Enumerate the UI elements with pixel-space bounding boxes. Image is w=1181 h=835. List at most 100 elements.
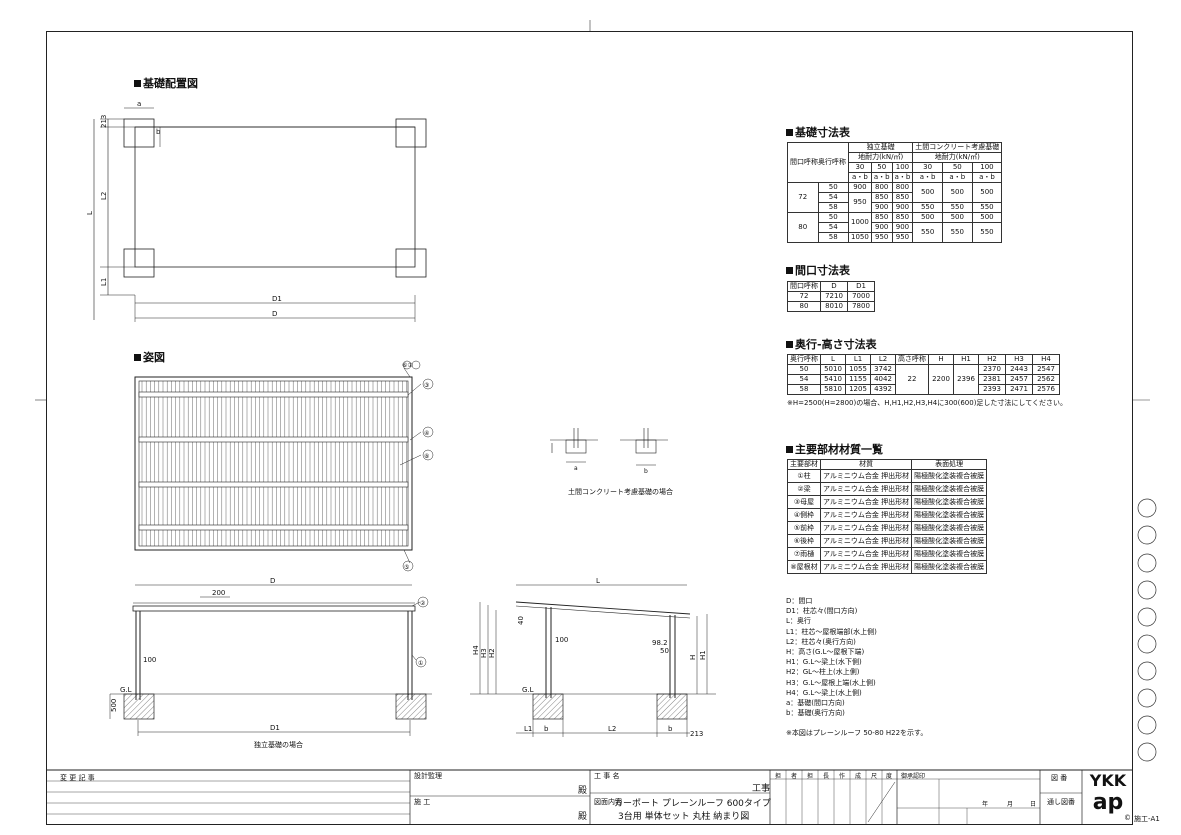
dt-header: L [820,354,846,365]
drawing-title-line1: カーポート プレーンルーフ 600タイプ [614,799,771,809]
ft-col: 50 [870,162,893,173]
st-cell: 80 [787,301,821,312]
dt-header: L2 [870,354,896,365]
dt-cell: 5410 [820,374,846,385]
depth-table-note: ※H=2500(H=2800)の場合、H,H1,H2,H3,H4に300(600… [787,399,1068,407]
depth-table-title: 奥行-高さ寸法表 [786,336,877,352]
legend-item: H2：GL～柱上(水上側) [786,668,860,677]
dimension-legend: D：間口 D1：柱芯々(間口方向) L：奥行 L1：柱芯～屋根端部(水上側) L… [786,596,927,739]
legend-item: H4：G.L～梁上(水上側) [786,688,862,697]
dt-cell: 2471 [1005,384,1033,395]
callout-4: ④ [424,430,429,437]
dt-cell: 1205 [845,384,871,395]
span-table-title: 間口寸法表 [786,262,850,278]
dt-cell: 2562 [1032,374,1060,385]
dt-cell: 2393 [978,384,1006,395]
mt-finish: 陽極酸化塗装複合被膜 [911,560,988,574]
dim-L1-label: L1 [100,278,108,286]
dt-height-name: 22 [895,364,929,395]
st-header: D1 [847,281,875,292]
dt-cell: 50 [787,364,821,375]
ft-cell: 500 [971,182,1003,203]
ft-col: 100 [971,162,1003,173]
mt-part: ①柱 [787,469,821,483]
legend-item: D：間口 [786,597,813,605]
mt-finish: 陽極酸化塗装複合被膜 [911,469,988,483]
dt-header: 奥行呼称 [787,354,821,365]
side-H4-label: H4 [472,645,480,655]
foundation-table: 間口呼称奥行呼称 独立基礎 土間コンクリート考慮基礎 地耐力(kN/㎡) 地耐力… [787,142,1003,243]
stamp-col: 者 [791,773,798,780]
dt-header: H2 [978,354,1006,365]
foundation-layout-plan [93,107,427,322]
footing-top-left [123,118,155,148]
legend-item: L2：柱芯々(奥行方向) [786,637,856,646]
ft-depth: 54 [817,222,849,233]
drawing-no-label: 図 番 [1051,774,1068,782]
st-cell: 7210 [820,291,848,302]
stamp-col: 担 [807,773,814,780]
title-block [46,769,1133,825]
mt-part: ⑤前枠 [787,521,821,535]
footing-top-right [395,118,427,148]
side-b-label-2: b [668,725,673,733]
ft-ab: a・b [971,172,1003,183]
stamp-col: 尺 [871,773,878,780]
ft-depth: 58 [817,202,849,213]
side-L1-label: L1 [524,725,532,733]
mt-material: アルミニウム合金 押出形材 [819,521,913,535]
ft-cell: 550 [941,202,973,213]
stamp-col: 度 [886,773,893,780]
st-cell: 72 [787,291,821,302]
ft-col: 30 [848,162,872,173]
depth-height-table: 奥行呼称 L L1 L2 高さ呼称 H H1 H2 H3 H4 50 5010 … [787,354,1060,395]
side-b-label-1: b [544,725,549,733]
ft-h-bearing: 地耐力(kN/㎡) [912,152,1003,163]
ft-cell: 900 [870,202,893,213]
side-40-label: 40 [517,616,525,625]
ft-cell: 850 [870,192,893,203]
roof-plan-view [134,376,413,551]
mt-material: アルミニウム合金 押出形材 [819,560,913,574]
callout-1: ① [418,660,423,667]
mt-material: アルミニウム合金 押出形材 [819,495,913,509]
side-L2-label: L2 [608,725,616,733]
side-H3-label: H3 [480,648,488,658]
honorific-1: 殿 [578,786,588,796]
dt-header: L1 [845,354,871,365]
legend-item [786,718,927,728]
mt-material: アルミニウム合金 押出形材 [819,482,913,496]
dt-header: 高さ呼称 [895,354,929,365]
ft-cell: 900 [891,222,914,233]
drawing-content-label: 図面内容 [594,798,622,806]
ft-h-indep: 独立基礎 [847,142,914,153]
dt-cell: 4392 [870,384,896,395]
dt-cell: 2443 [1005,364,1033,375]
dt-cell: 58 [787,384,821,395]
legend-item: ※本図はプレーンルーフ 50-80 H22を示す。 [786,729,928,738]
ft-cell: 900 [891,202,914,213]
ft-span: 80 [787,212,819,243]
sheet-code: 施工-A1 [1134,815,1160,823]
callout-5: ⑤ [404,564,409,571]
mt-part: ⑧屋根材 [787,560,821,574]
design-supervisor-label: 設計監理 [414,772,442,780]
ft-cell: 550 [912,222,943,243]
ft-span: 72 [787,182,819,213]
elev-D-label: D [270,577,275,585]
ft-cell: 500 [912,212,943,223]
side-L-label: L [596,577,600,585]
ft-cell: 550 [912,202,943,213]
dt-cell: 4042 [870,374,896,385]
stamp-col: 成 [855,773,862,780]
logo-ykk: YKK [1089,771,1127,790]
callout-2: ② [420,600,426,607]
footing-bottom-right [395,248,427,278]
day-label: 日 [1030,801,1037,808]
dt-header: H1 [953,354,979,365]
side-H-label: H [689,655,697,660]
elev-GL-label: G.L [120,686,132,694]
dt-cell: 2457 [1005,374,1033,385]
ft-cell: 900 [848,182,872,193]
stamp-col: 担 [775,773,782,780]
